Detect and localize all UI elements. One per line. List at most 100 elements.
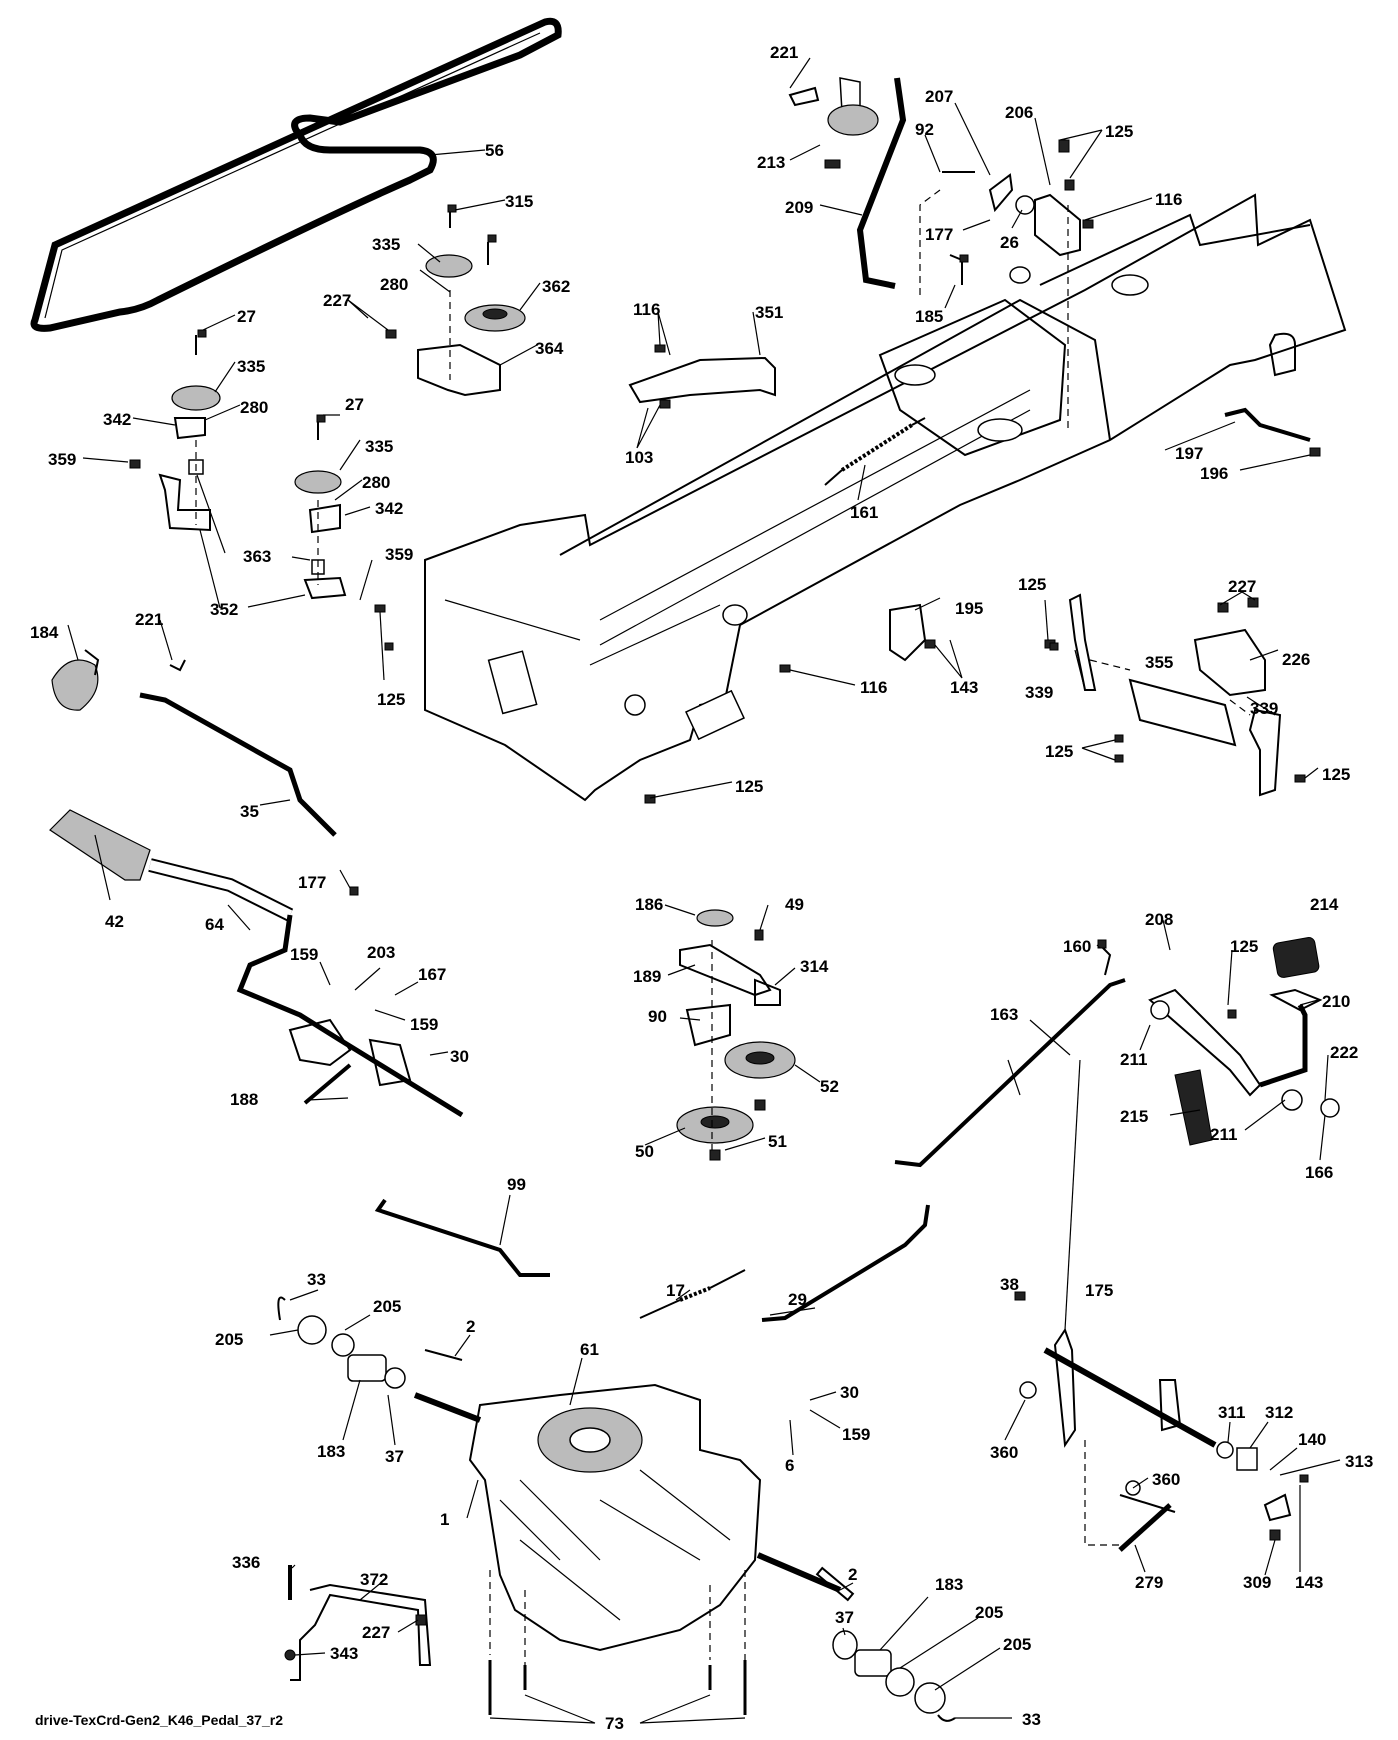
part-label: 51 — [768, 1132, 787, 1151]
part-label: 360 — [1152, 1470, 1180, 1489]
part-label: 359 — [48, 450, 76, 469]
left-axle-parts — [277, 1296, 463, 1389]
part-label: 226 — [1282, 650, 1310, 669]
part-label: 335 — [237, 357, 265, 376]
part-label: 314 — [800, 957, 829, 976]
bracket-372 — [284, 1565, 432, 1681]
part-label: 116 — [860, 678, 887, 697]
part-label: 210 — [1322, 992, 1350, 1011]
part-label: 177 — [925, 225, 953, 244]
shaft-64 — [49, 809, 464, 1118]
part-label: 143 — [1295, 1573, 1323, 1592]
part-label: 29 — [788, 1290, 807, 1309]
part-label: 221 — [770, 43, 798, 62]
part-label: 163 — [990, 1005, 1018, 1024]
part-label: 185 — [915, 307, 943, 326]
idler-assembly-left — [158, 335, 347, 600]
part-label: 279 — [1135, 1573, 1163, 1592]
part-label: 313 — [1345, 1452, 1373, 1471]
spring-161 — [824, 417, 926, 486]
part-label: 33 — [307, 1270, 326, 1289]
part-label: 175 — [1085, 1281, 1113, 1300]
part-label: 116 — [1155, 190, 1182, 209]
part-label: 355 — [1145, 653, 1173, 672]
part-label: 208 — [1145, 910, 1173, 929]
part-label: 315 — [505, 192, 533, 211]
part-label: 343 — [330, 1644, 358, 1663]
part-label: 17 — [666, 1281, 685, 1300]
part-label: 49 — [785, 895, 804, 914]
diagram-caption: drive-TexCrd-Gen2_K46_Pedal_37_r2 — [35, 1712, 283, 1728]
part-label: 280 — [362, 473, 390, 492]
part-label: 312 — [1265, 1403, 1293, 1422]
part-label: 227 — [362, 1623, 390, 1642]
part-label: 197 — [1175, 444, 1203, 463]
part-label: 363 — [243, 547, 271, 566]
part-label: 339 — [1025, 683, 1053, 702]
part-label: 280 — [380, 275, 408, 294]
part-label: 52 — [820, 1077, 839, 1096]
part-label: 280 — [240, 398, 268, 417]
part-label: 183 — [317, 1442, 345, 1461]
part-label: 92 — [915, 120, 934, 139]
part-label: 336 — [232, 1553, 260, 1572]
part-label: 351 — [755, 303, 783, 322]
part-label: 125 — [1230, 937, 1258, 956]
part-label: 184 — [30, 623, 59, 642]
part-label: 26 — [1000, 233, 1019, 252]
rod-35 — [51, 649, 337, 837]
part-label: 37 — [385, 1447, 404, 1466]
part-label: 73 — [605, 1714, 624, 1733]
part-label: 206 — [1005, 103, 1033, 122]
part-label: 6 — [785, 1456, 794, 1475]
part-label: 2 — [848, 1565, 857, 1584]
rods-and-spring — [374, 1198, 930, 1322]
part-label: 125 — [1105, 122, 1133, 141]
part-label: 99 — [507, 1175, 526, 1194]
part-label: 177 — [298, 873, 326, 892]
pedal-assembly — [894, 937, 1340, 1168]
right-axle-parts — [815, 1566, 956, 1722]
part-label: 33 — [1022, 1710, 1041, 1729]
part-label: 195 — [955, 599, 983, 618]
part-label: 161 — [850, 503, 878, 522]
part-label: 205 — [1003, 1635, 1031, 1654]
drive-belt — [30, 17, 562, 332]
part-labels: 221 213 207 92 206 125 116 209 177 26 18… — [30, 43, 1373, 1733]
part-label: 27 — [237, 307, 256, 326]
part-label: 342 — [103, 410, 131, 429]
shaft-175 — [1019, 1327, 1292, 1552]
part-label: 221 — [135, 610, 163, 629]
part-label: 37 — [835, 1608, 854, 1627]
part-label: 227 — [1228, 577, 1256, 596]
part-label: 35 — [240, 802, 259, 821]
part-label: 125 — [1045, 742, 1073, 761]
part-label: 359 — [385, 545, 413, 564]
bracket-206-207 — [919, 171, 1081, 430]
part-label: 116 — [633, 300, 660, 319]
part-label: 125 — [377, 690, 405, 709]
part-label: 364 — [535, 339, 564, 358]
part-label: 342 — [375, 499, 403, 518]
part-label: 160 — [1063, 937, 1091, 956]
part-label: 166 — [1305, 1163, 1333, 1182]
rod-197 — [1224, 407, 1311, 442]
part-label: 209 — [785, 198, 813, 217]
part-label: 30 — [840, 1383, 859, 1402]
part-label: 183 — [935, 1575, 963, 1594]
part-label: 215 — [1120, 1107, 1148, 1126]
part-label: 64 — [205, 915, 224, 934]
part-label: 311 — [1218, 1403, 1245, 1422]
bracket-351 — [628, 356, 776, 404]
part-label: 159 — [842, 1425, 870, 1444]
part-label: 2 — [466, 1317, 475, 1336]
part-label: 186 — [635, 895, 663, 914]
part-label: 125 — [1322, 765, 1350, 784]
part-label: 50 — [635, 1142, 654, 1161]
tractor-frame — [424, 193, 1347, 802]
part-label: 213 — [757, 153, 785, 172]
part-label: 27 — [345, 395, 364, 414]
part-label: 42 — [105, 912, 124, 931]
